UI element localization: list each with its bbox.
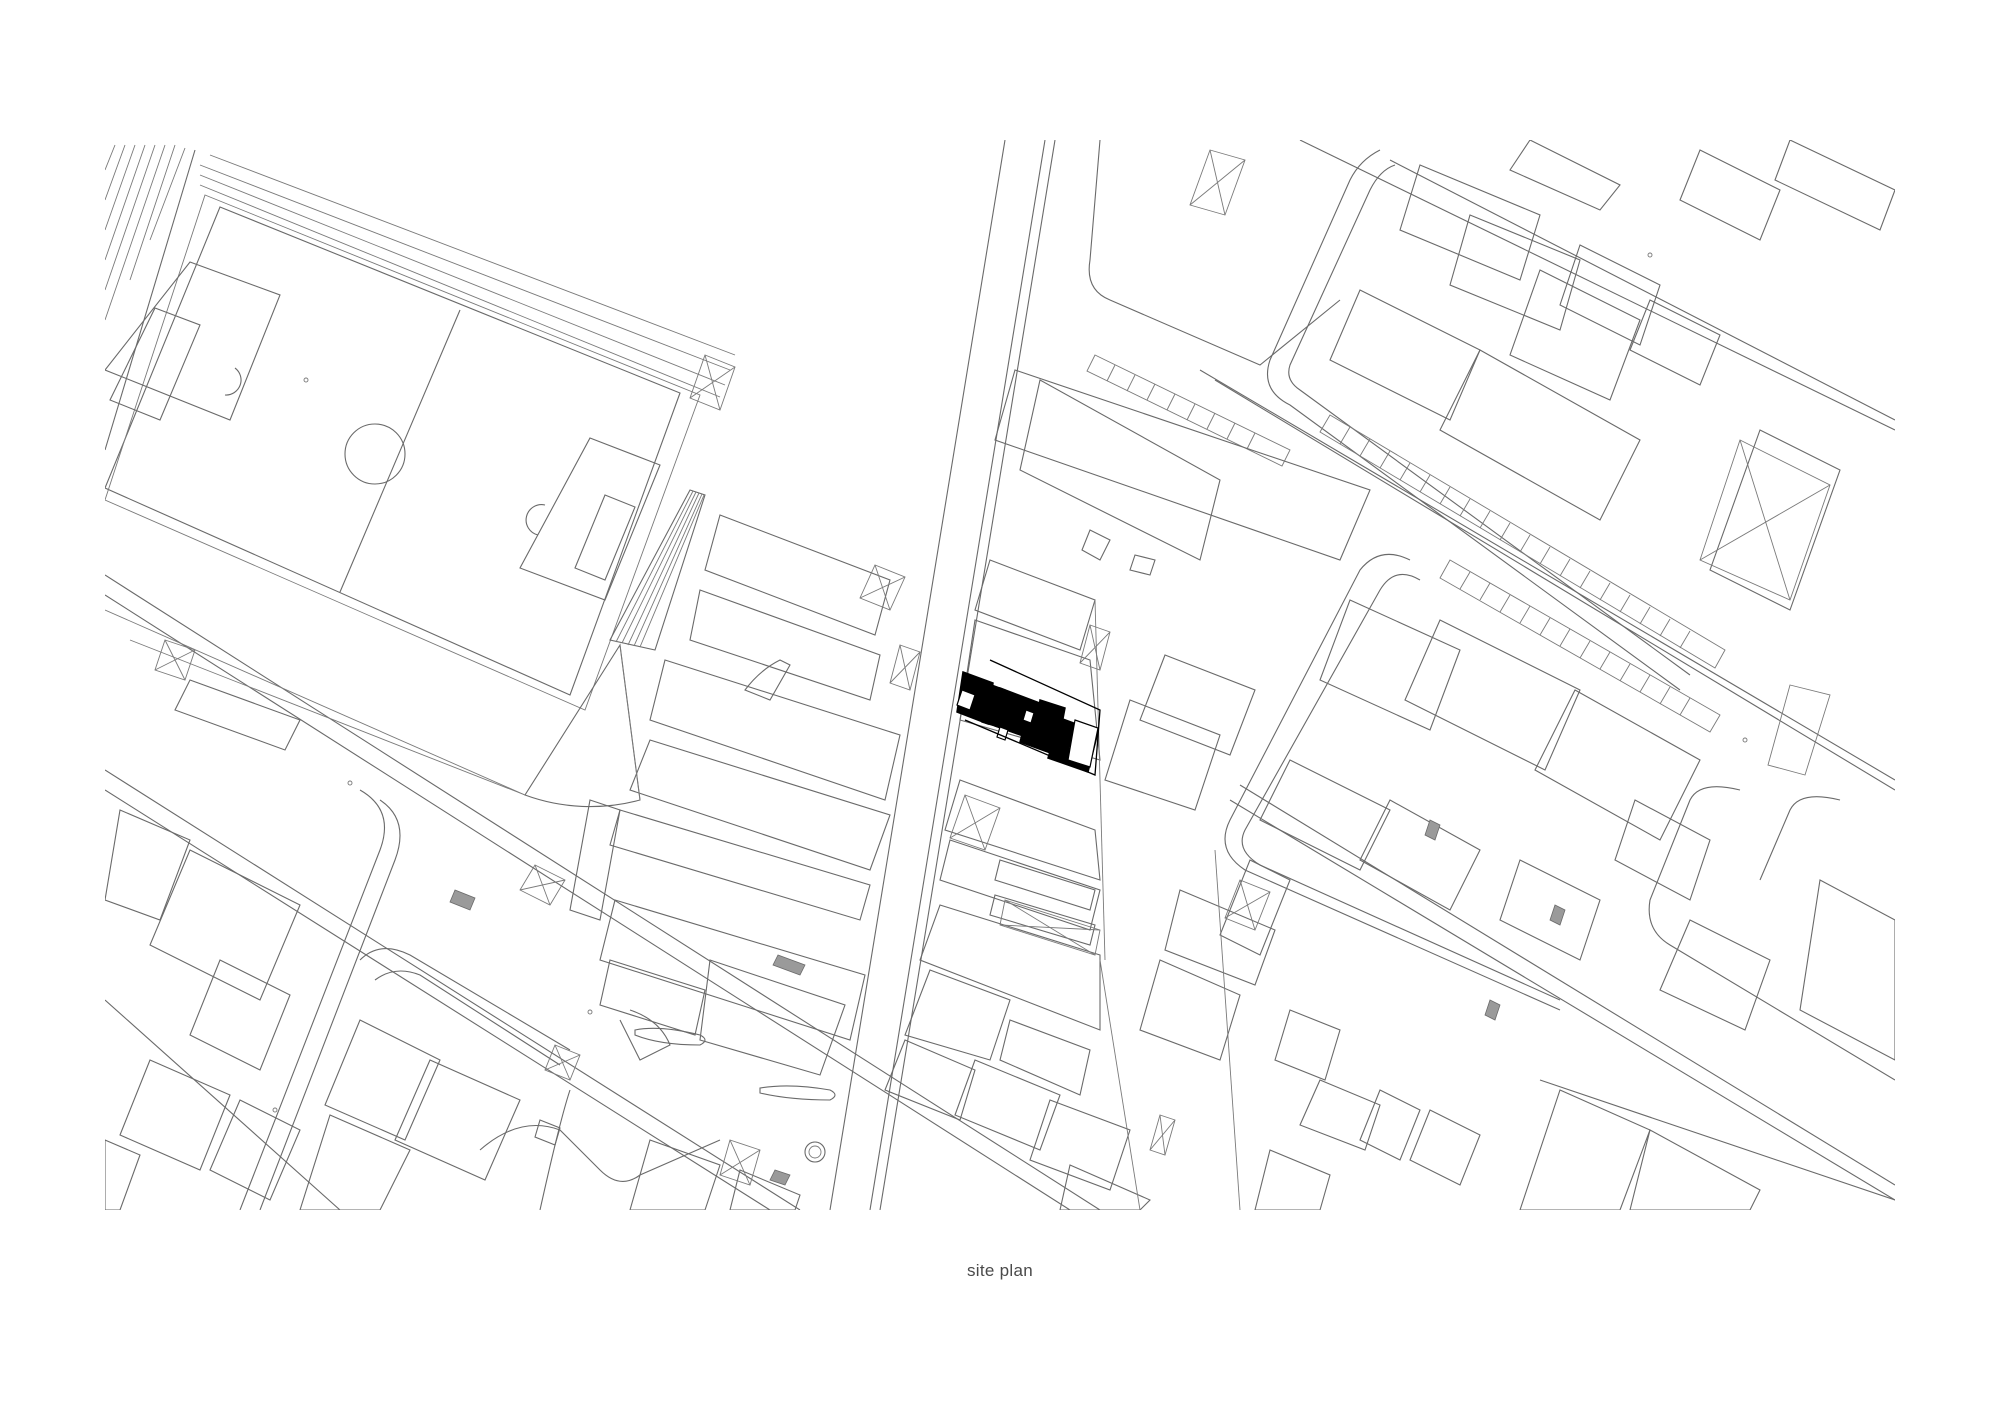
stair-hatches [449,819,1566,1186]
highlighted-building [956,659,1101,776]
traffic-islands [634,1027,836,1101]
cross-hatched-structures [154,149,1831,1186]
roundabout [804,1141,826,1163]
east-stand-hatch [609,489,706,651]
survey-points [272,252,1748,1113]
diagonal-streets [105,140,1895,1210]
drawing-caption: site plan [966,1261,1034,1280]
parking-bays [1086,354,1831,776]
football-pitch [105,144,736,711]
left-stands [105,144,196,451]
main-avenue [829,140,1056,1210]
building-outlines [105,140,1895,1210]
